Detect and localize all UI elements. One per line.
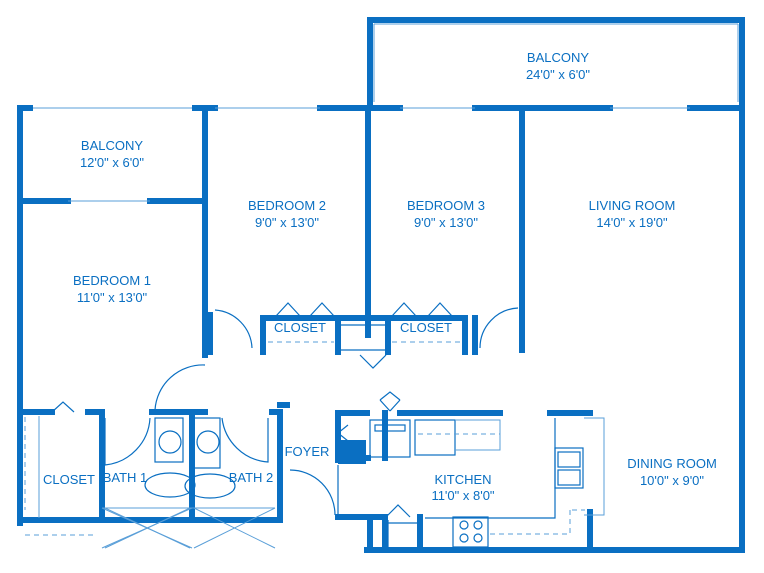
bedroom2-name: BEDROOM 2 bbox=[248, 198, 326, 213]
walls bbox=[17, 17, 745, 553]
bedroom3-name: BEDROOM 3 bbox=[407, 198, 485, 213]
balcony-small-size: 12'0" x 6'0" bbox=[80, 155, 144, 170]
dining-room-name: DINING ROOM bbox=[627, 456, 717, 471]
closet-bedroom2-label: CLOSET bbox=[274, 320, 326, 335]
balcony-small-name: BALCONY bbox=[81, 138, 143, 153]
dining-room-size: 10'0" x 9'0" bbox=[640, 473, 704, 488]
bath2-label: BATH 2 bbox=[229, 470, 274, 485]
bath1-label: BATH 1 bbox=[103, 470, 148, 485]
foyer-label: FOYER bbox=[285, 444, 330, 459]
kitchen-name: KITCHEN bbox=[434, 472, 491, 487]
closet-bedroom3-label: CLOSET bbox=[400, 320, 452, 335]
kitchen-size: 11'0" x 8'0" bbox=[431, 488, 494, 503]
closet-hall-label: CLOSET bbox=[43, 472, 95, 487]
bedroom3-size: 9'0" x 13'0" bbox=[414, 215, 478, 230]
balcony-large-size: 24'0" x 6'0" bbox=[526, 67, 590, 82]
living-room-name: LIVING ROOM bbox=[589, 198, 676, 213]
bedroom2-size: 9'0" x 13'0" bbox=[255, 215, 319, 230]
bedroom1-name: BEDROOM 1 bbox=[73, 273, 151, 288]
room-labels: BALCONY 24'0" x 6'0" BALCONY 12'0" x 6'0… bbox=[43, 50, 717, 503]
living-room-size: 14'0" x 19'0" bbox=[596, 215, 668, 230]
bedroom1-size: 11'0" x 13'0" bbox=[77, 290, 148, 305]
balcony-large-name: BALCONY bbox=[527, 50, 589, 65]
